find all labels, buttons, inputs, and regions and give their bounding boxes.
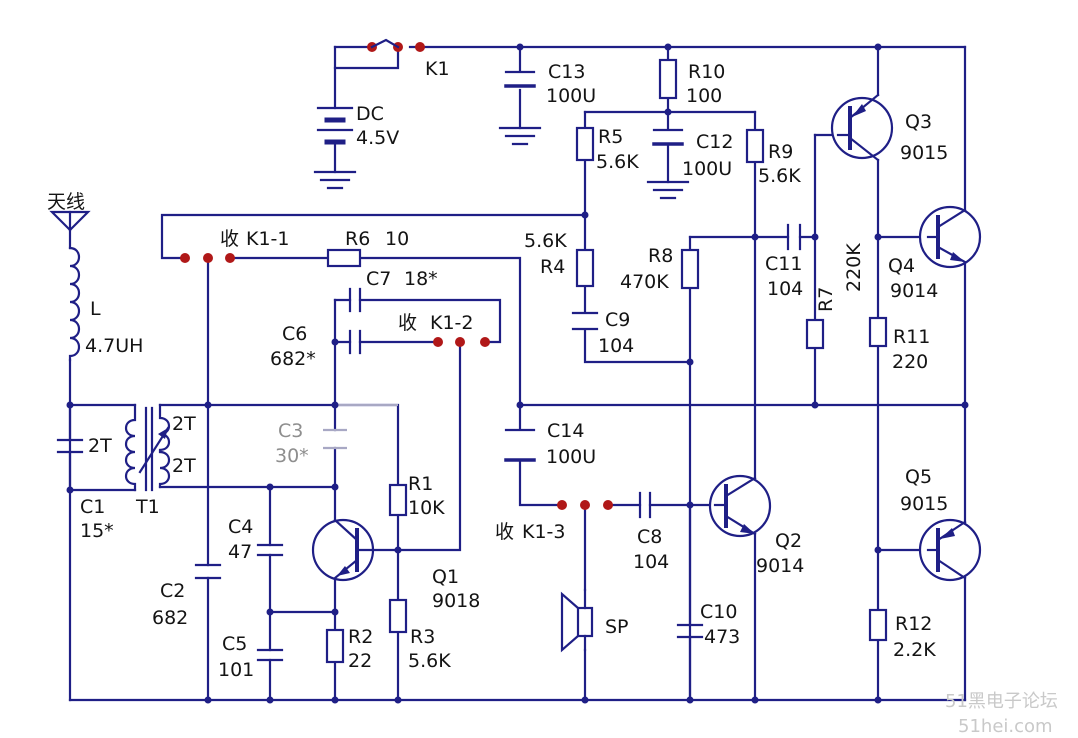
Q3-value: 9015 [900,142,948,164]
C7-label: C7 [366,268,391,290]
R4-value: 5.6K [524,230,567,252]
R3-label: R3 [410,626,435,648]
C12-label: C12 [696,131,733,153]
watermark-line2: 51hei.com [958,716,1053,737]
T1-2T-primary: 2T [88,435,112,457]
R1-label: R1 [408,473,433,495]
C3-value: 30* [275,445,309,467]
ground-symbols [313,126,690,200]
transistor-Q1 [311,518,375,582]
R9-value: 5.6K [758,165,801,187]
C1-value: 15* [80,520,114,542]
T1-2T-secondary-a: 2T [172,413,196,435]
C14-value: 100U [546,446,596,468]
R7-label: R7 [815,287,837,312]
L-value: 4.7UH [85,335,143,357]
C9-value: 104 [598,335,634,357]
C8-label: C8 [637,526,662,548]
K1-2-shou: 收 [398,312,417,334]
C4-label: C4 [228,516,253,538]
C13-value: 100U [546,85,596,107]
R6-value: 10 [385,228,409,250]
DC-value: 4.5V [356,127,399,149]
Q4-label: Q4 [888,255,915,277]
R8-label: R8 [648,245,673,267]
K1-2-label: K1-2 [430,312,474,334]
capacitors [56,70,802,662]
Q1-value: 9018 [432,590,480,612]
C4-value: 47 [228,541,252,563]
R5-label: R5 [598,126,623,148]
C12-value: 100U [682,158,732,180]
C6-label: C6 [282,323,307,345]
Q3-label: Q3 [905,111,932,133]
R4-label: R4 [540,256,565,278]
R8-value: 470K [620,271,669,293]
R3-value: 5.6K [408,650,451,672]
Q5-label: Q5 [905,466,932,488]
Q4-value: 9014 [890,280,938,302]
K1-1-label: K1-1 [246,228,290,250]
R12-value: 2.2K [893,639,936,661]
K1-3-label: K1-3 [522,521,566,543]
watermark-line1: 51黑电子论坛 [945,691,1058,712]
R11-value: 220 [892,351,928,373]
C3-label: C3 [278,420,303,442]
C2-label: C2 [160,580,185,602]
R7-value: 220K [843,243,865,292]
C10-label: C10 [700,601,737,623]
junction-dots [66,43,969,704]
transistor-Q4 [918,205,982,269]
L-label: L [90,298,101,320]
R6-label: R6 [345,228,370,250]
transistor-Q3 [830,93,894,162]
R9-label: R9 [768,141,793,163]
C1-label: C1 [80,496,105,518]
transistor-Q5 [918,518,982,582]
C5-label: C5 [222,633,247,655]
R2-label: R2 [348,626,373,648]
resistors [325,58,888,664]
C5-value: 101 [218,659,254,681]
C2-value: 682 [152,607,188,629]
R5-value: 5.6K [596,151,639,173]
R10-value: 100 [686,85,722,107]
component-labels: 天线 L 4.7UH 2T 2T 2T C1 15* T1 C2 682 C3 … [47,58,948,681]
R12-label: R12 [895,613,932,635]
inductor-L [68,246,81,362]
battery-symbol [316,106,354,145]
R11-label: R11 [893,326,930,348]
antenna-label: 天线 [47,191,85,213]
T1-label: T1 [135,496,160,518]
C13-label: C13 [548,61,585,83]
C14-label: C14 [547,420,584,442]
C10-value: 473 [704,626,740,648]
transformer-T1 [124,403,171,492]
R2-value: 22 [348,650,372,672]
K1-label: K1 [425,58,450,80]
C8-value: 104 [633,551,669,573]
Q1-label: Q1 [432,566,459,588]
T1-2T-secondary-b: 2T [172,455,196,477]
Q2-value: 9014 [756,555,804,577]
C11-label: C11 [765,253,802,275]
K1-1-shou: 收 [220,228,239,250]
R10-label: R10 [688,61,725,83]
Q2-label: Q2 [775,530,802,552]
speaker-SP [560,588,594,653]
C11-value: 104 [767,278,803,300]
switch-contacts [180,38,613,510]
antenna-symbol [49,210,91,232]
SP-label: SP [605,616,629,638]
transistor-Q2 [708,474,772,538]
Q5-value: 9015 [900,493,948,515]
C6-value: 682* [270,348,316,370]
C9-label: C9 [605,309,630,331]
K1-3-shou: 收 [495,521,514,543]
R1-value: 10K [408,497,445,519]
DC-label: DC [356,103,384,125]
C7-value: 18* [404,268,438,290]
